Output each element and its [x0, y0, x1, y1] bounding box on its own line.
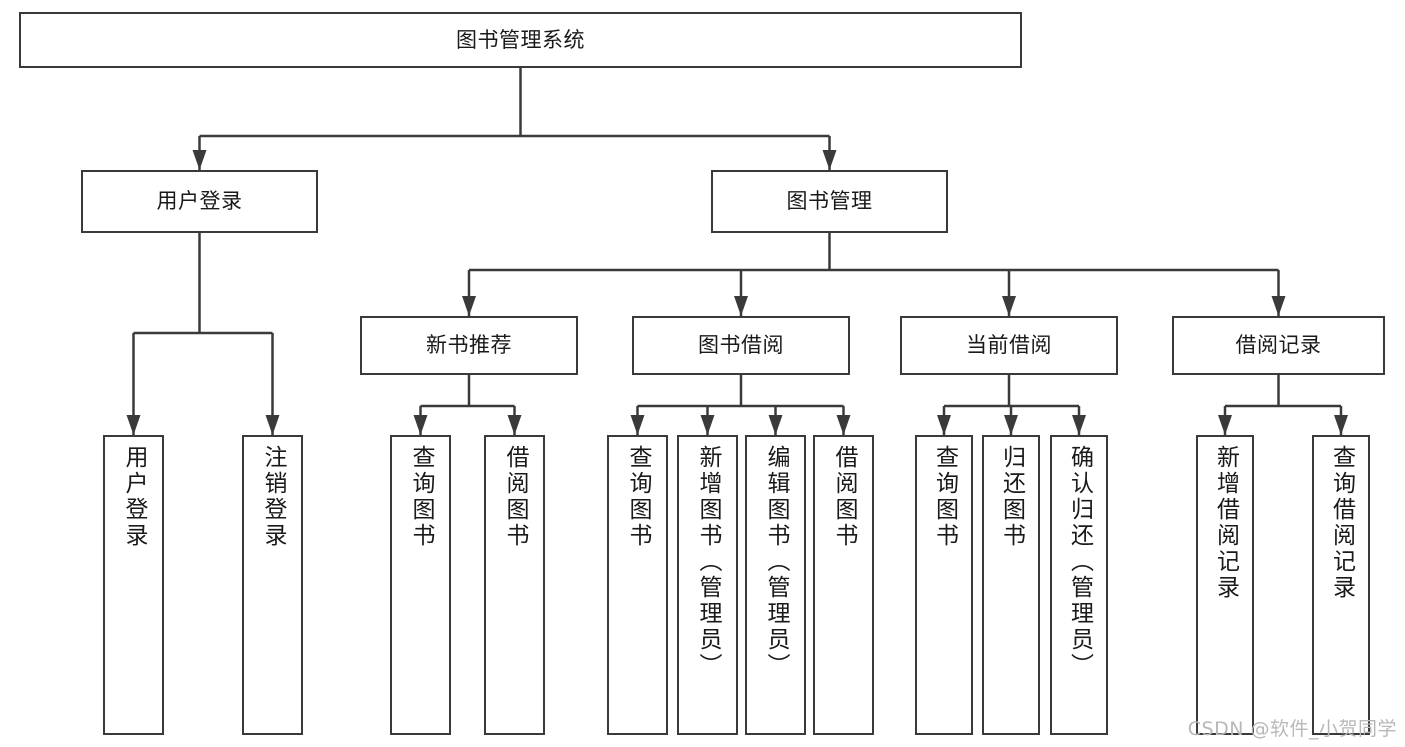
node-leaf-3[interactable]: 查询图书	[390, 435, 451, 735]
node-book-mgmt[interactable]: 图书管理	[711, 170, 948, 233]
arrowhead	[630, 415, 645, 435]
node-leaf-8[interactable]: 借阅图书	[813, 435, 874, 735]
arrowhead	[836, 415, 851, 435]
arrowhead	[937, 415, 951, 435]
node-label: 图书借阅	[698, 333, 784, 358]
node-label: 新增图书（管理员）	[695, 445, 721, 679]
arrowhead	[126, 415, 141, 435]
node-label: 用户登录	[156, 189, 243, 214]
arrowhead	[768, 415, 783, 435]
node-label: 新书推荐	[426, 333, 512, 358]
node-label: 归还图书	[998, 445, 1025, 549]
node-label: 查询图书	[408, 445, 434, 549]
watermark: CSDN @软件_小贺同学	[1187, 718, 1397, 740]
node-leaf-5[interactable]: 查询图书	[607, 435, 668, 735]
node-leaf-6[interactable]: 新增图书（管理员）	[677, 435, 738, 735]
node-label: 用户登录	[121, 445, 147, 549]
node-label: 借阅记录	[1235, 333, 1322, 358]
node-leaf-13[interactable]: 查询借阅记录	[1312, 435, 1370, 735]
node-borrow[interactable]: 图书借阅	[632, 316, 850, 375]
node-label: 新增借阅记录	[1212, 445, 1239, 601]
arrowhead	[462, 296, 476, 316]
node-label: 图书管理	[786, 189, 873, 214]
node-new-rec[interactable]: 新书推荐	[360, 316, 578, 375]
node-label: 注销登录	[260, 445, 286, 549]
node-current[interactable]: 当前借阅	[900, 316, 1118, 375]
node-label: 查询借阅记录	[1328, 445, 1355, 601]
node-leaf-9[interactable]: 查询图书	[915, 435, 973, 735]
arrowhead	[1072, 415, 1086, 435]
node-label: 编辑图书（管理员）	[763, 445, 789, 679]
node-label: 查询图书	[625, 445, 651, 549]
arrowhead	[1218, 415, 1232, 435]
arrowhead	[700, 415, 715, 435]
node-leaf-4[interactable]: 借阅图书	[484, 435, 545, 735]
node-label: 当前借阅	[966, 333, 1052, 358]
arrowhead	[507, 415, 522, 435]
node-leaf-12[interactable]: 新增借阅记录	[1196, 435, 1254, 735]
node-leaf-7[interactable]: 编辑图书（管理员）	[745, 435, 806, 735]
node-leaf-1[interactable]: 用户登录	[103, 435, 164, 735]
node-label: 查询图书	[931, 445, 958, 549]
arrowhead	[265, 415, 280, 435]
node-label: 借阅图书	[831, 445, 857, 549]
arrowhead	[1002, 296, 1016, 316]
arrowhead	[1334, 415, 1348, 435]
arrowhead	[413, 415, 428, 435]
node-user-login[interactable]: 用户登录	[81, 170, 318, 233]
node-leaf-11[interactable]: 确认归还（管理员）	[1050, 435, 1108, 735]
arrowhead	[822, 150, 837, 170]
arrowhead	[192, 150, 207, 170]
node-records[interactable]: 借阅记录	[1172, 316, 1385, 375]
arrowhead	[734, 296, 748, 316]
node-leaf-2[interactable]: 注销登录	[242, 435, 303, 735]
node-label: 图书管理系统	[456, 27, 585, 52]
node-label: 确认归还（管理员）	[1066, 445, 1093, 679]
node-label: 借阅图书	[502, 445, 528, 549]
node-leaf-10[interactable]: 归还图书	[982, 435, 1040, 735]
node-root[interactable]: 图书管理系统	[19, 12, 1022, 68]
arrowhead	[1271, 296, 1286, 316]
arrowhead	[1004, 415, 1018, 435]
